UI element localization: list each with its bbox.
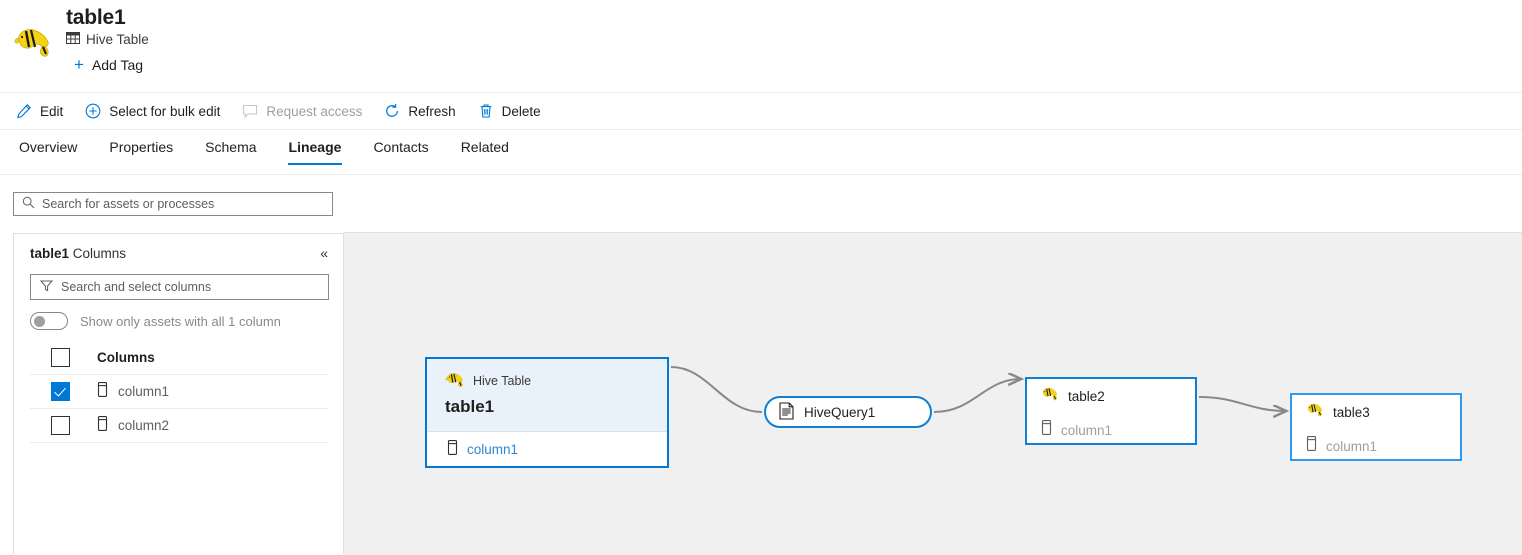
- pencil-icon: [16, 103, 32, 119]
- edit-label: Edit: [40, 103, 64, 119]
- comment-icon: [242, 103, 258, 119]
- columns-panel-title-suffix: Columns: [69, 245, 127, 261]
- lineage-node-table2-column-label: column1: [1061, 422, 1113, 438]
- column-icon: [447, 440, 458, 458]
- lineage-node-table2-title-row: table2: [1027, 379, 1195, 413]
- lineage-node-table1-header: Hive Table table1: [427, 359, 667, 431]
- trash-icon: [478, 103, 494, 119]
- tab-related[interactable]: Related: [460, 139, 509, 155]
- toggle-knob: [34, 316, 45, 327]
- column-filter-placeholder: Search and select columns: [61, 280, 212, 294]
- column-icon: [1306, 436, 1317, 456]
- lineage-node-table1-type: Hive Table: [445, 371, 667, 391]
- column-icon: [97, 415, 108, 436]
- tab-overview[interactable]: Overview: [19, 139, 78, 155]
- lineage-node-table2-column-row[interactable]: column1: [1027, 413, 1195, 447]
- add-tag-button[interactable]: + Add Tag: [74, 56, 143, 73]
- lineage-node-table1-column-label: column1: [467, 441, 519, 457]
- lineage-node-table3-name: table3: [1333, 404, 1370, 420]
- table-row[interactable]: column1: [30, 375, 329, 409]
- columns-table: Columns column1 column2: [30, 341, 329, 443]
- lineage-node-table2-name: table2: [1068, 388, 1105, 404]
- asset-type-label: Hive Table: [86, 32, 149, 47]
- lineage-node-table1[interactable]: Hive Table table1 column1: [425, 357, 669, 468]
- lineage-node-table3-column-label: column1: [1326, 438, 1378, 454]
- lineage-node-hivequery1-label: HiveQuery1: [804, 404, 876, 420]
- lineage-search-input[interactable]: Search for assets or processes: [13, 192, 333, 216]
- tab-schema[interactable]: Schema: [205, 139, 257, 155]
- hadoop-hive-logo-icon: [12, 20, 54, 62]
- tab-bar: Overview Properties Schema Lineage Conta…: [0, 131, 1522, 175]
- refresh-icon: [384, 103, 400, 119]
- tab-contacts[interactable]: Contacts: [373, 139, 429, 155]
- request-access-button: Request access: [242, 93, 362, 129]
- tab-properties[interactable]: Properties: [109, 139, 174, 155]
- lineage-canvas[interactable]: Hive Table table1 column1 HiveQuery1: [344, 232, 1522, 555]
- columns-table-header-row: Columns: [30, 341, 329, 375]
- lineage-node-table1-name: table1: [445, 397, 495, 416]
- column2-checkbox[interactable]: [51, 416, 70, 435]
- double-chevron-left-icon[interactable]: «: [320, 245, 328, 261]
- asset-header: table1 Hive Table + Add Tag: [0, 0, 1522, 92]
- refresh-button[interactable]: Refresh: [384, 93, 456, 129]
- lineage-node-table3[interactable]: table3 column1: [1290, 393, 1462, 461]
- columns-panel-title: table1 Columns: [30, 246, 126, 261]
- lineage-node-table3-title-row: table3: [1292, 395, 1460, 429]
- lineage-edges: [670, 366, 1522, 555]
- show-only-all-columns-toggle-row: Show only assets with all 1 column: [30, 312, 281, 330]
- lineage-node-table3-column-row[interactable]: column1: [1292, 429, 1460, 463]
- plus-icon: +: [74, 55, 84, 74]
- page-title: table1: [66, 6, 126, 29]
- command-bar: Edit Select for bulk edit Request access…: [0, 92, 1522, 130]
- asset-type: Hive Table: [66, 31, 149, 48]
- request-access-label: Request access: [266, 103, 363, 119]
- column-icon: [1041, 420, 1052, 440]
- select-for-bulk-edit-label: Select for bulk edit: [109, 103, 221, 119]
- table-row[interactable]: column2: [30, 409, 329, 443]
- lineage-node-table1-type-label: Hive Table: [473, 374, 532, 388]
- filter-icon: [39, 279, 54, 295]
- column-filter-input[interactable]: Search and select columns: [30, 274, 329, 300]
- refresh-label: Refresh: [408, 103, 456, 119]
- table-grid-icon: [66, 31, 80, 48]
- plus-circle-icon: [85, 103, 101, 119]
- lineage-search-placeholder: Search for assets or processes: [42, 197, 215, 211]
- columns-header-label: Columns: [97, 350, 155, 365]
- select-all-columns-checkbox[interactable]: [51, 348, 70, 367]
- edit-button[interactable]: Edit: [16, 93, 63, 129]
- lineage-node-table1-column[interactable]: column1: [427, 431, 667, 466]
- delete-button[interactable]: Delete: [478, 93, 541, 129]
- tab-lineage[interactable]: Lineage: [287, 131, 343, 165]
- column-name: column1: [118, 384, 170, 399]
- lineage-node-table2[interactable]: table2 column1: [1025, 377, 1197, 445]
- select-for-bulk-edit-button[interactable]: Select for bulk edit: [85, 93, 220, 129]
- hadoop-hive-logo-icon: [445, 371, 465, 391]
- column1-checkbox[interactable]: [51, 382, 70, 401]
- lineage-node-hivequery1[interactable]: HiveQuery1: [764, 396, 932, 428]
- column-icon: [97, 381, 108, 402]
- column-name: column2: [118, 418, 170, 433]
- columns-panel: table1 Columns « Search and select colum…: [13, 233, 344, 554]
- search-icon: [22, 196, 35, 212]
- columns-panel-header: table1 Columns «: [30, 244, 331, 262]
- columns-panel-title-asset: table1: [30, 245, 70, 261]
- add-tag-label: Add Tag: [91, 56, 144, 73]
- process-document-icon: [778, 401, 795, 423]
- hadoop-hive-logo-icon: [1306, 402, 1324, 422]
- hadoop-hive-logo-icon: [1041, 386, 1059, 406]
- delete-label: Delete: [501, 103, 541, 119]
- show-only-all-columns-label: Show only assets with all 1 column: [80, 313, 281, 329]
- show-only-all-columns-toggle[interactable]: [30, 312, 68, 330]
